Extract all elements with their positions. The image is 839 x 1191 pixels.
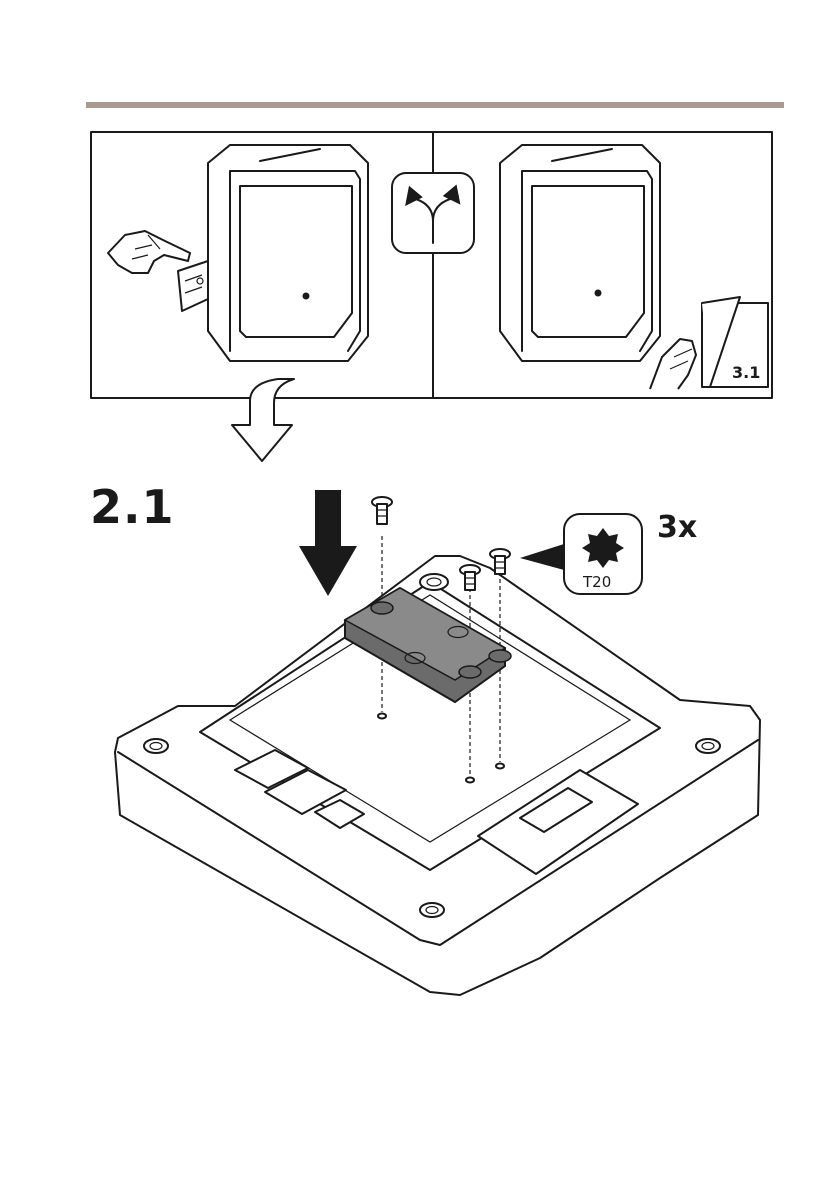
- split-arrows-icon: [392, 173, 474, 253]
- header-rule: [86, 102, 784, 108]
- corner-tab-right: [696, 739, 720, 753]
- corner-tab-left: [144, 739, 168, 753]
- corner-tab-top: [420, 574, 448, 590]
- outline-down-arrow-icon: [230, 375, 310, 465]
- corner-tab-bottom: [420, 903, 444, 917]
- options-panel: [90, 131, 773, 399]
- back-plate-diagram: [60, 470, 820, 1030]
- screw: [372, 497, 392, 524]
- reference-step-label: 3.1: [732, 363, 760, 382]
